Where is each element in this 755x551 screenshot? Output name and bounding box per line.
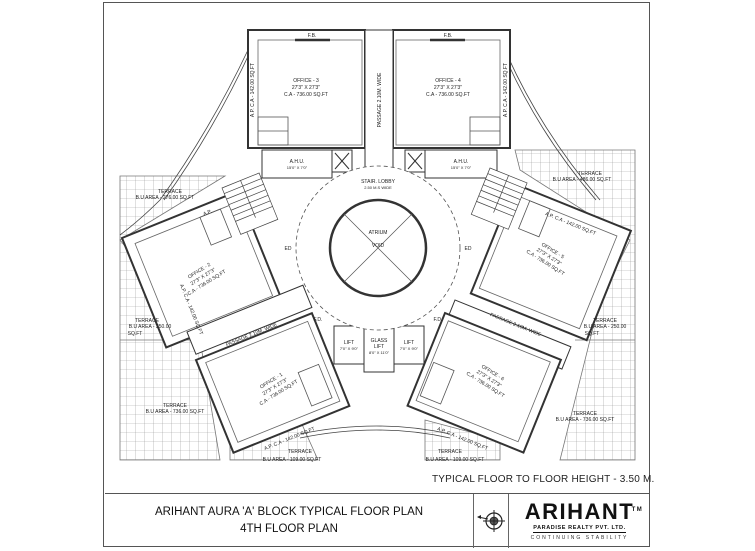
terrace-label-tr: TERRACE [578,171,603,177]
terrace-area-bl: B.U AREA - 736.00 SQ.FT [146,409,205,415]
terrace-label-bl: TERRACE [163,403,188,409]
terrace-area-ml2: SQ.FT [128,331,143,337]
glass-lift-size: 8'0" X 11'0" [369,350,390,355]
ahu-label-left: A.H.U. [290,159,305,165]
terrace-area-mr2: SQ.FT [585,331,600,337]
lift-right-size: 7'0" X 9'0" [400,346,419,351]
terrace-area-tr: B.U AREA - 486.00 SQ.FT [553,177,612,183]
glass-lift-label2: LIFT [374,344,384,350]
terrace-label-mr: TERRACE [593,318,618,324]
glass-lift-label: GLASS [371,338,388,344]
compass-cell [474,494,509,548]
lift-left-size: 7'0" X 9'0" [340,346,359,351]
logo-company: PARADISE REALTY PVT. LTD. [533,525,626,533]
ap-label-2: A.P. [202,209,212,218]
plan-title: ARIHANT AURA 'A' BLOCK TYPICAL FLOOR PLA… [154,506,424,518]
terrace-label-tl: TERRACE [158,189,183,195]
office-3-name: OFFICE - 3 [293,78,319,84]
ap-ca-label-3: A.P. C.A - 142.00 SQ.FT [250,63,256,117]
stair-lobby-label: STAIR. LOBBY [361,179,395,185]
ap-ca-label-4: A.P. C.A - 142.00 SQ.FT [503,63,509,117]
terrace-area-mr: B.U AREA - 250.00 [584,324,627,330]
lift-core [333,325,425,373]
office-4-size: 27'3" X 27'3" [434,85,462,91]
fd-label-right: F.D. [434,317,443,323]
stair-lobby-size: 2.50 M.S WIDE [364,185,392,190]
terrace-area-tl: B.U AREA - 276.00 SQ.FT [136,195,195,201]
ed-label-right: ED [465,246,472,252]
terrace-area-bcl: B.U AREA - 109.00 SQ.FT [263,457,322,463]
office-6 [406,311,563,454]
lift-left-label: LIFT [344,340,354,346]
office-3-area: C.A - 736.00 SQ.FT [284,92,328,98]
lift-right-label: LIFT [404,340,414,346]
office-1 [194,311,351,455]
void-label: VOID [372,243,385,249]
north-arrow-compass-icon [477,510,505,532]
ahu-lvd-blocks [261,149,498,179]
drawing-frame [103,2,650,547]
title-block-text: ARIHANT AURA 'A' BLOCK TYPICAL FLOOR PLA… [105,494,474,548]
floor-height-note: TYPICAL FLOOR TO FLOOR HEIGHT - 3.50 M. [432,474,655,485]
terrace-area-br: B.U AREA - 736.00 SQ.FT [556,417,615,423]
office-4-name: OFFICE - 4 [435,78,461,84]
logo-tagline: CONTINUING STABILITY [530,535,629,541]
facade-curves [119,49,601,439]
atrium-void [328,198,428,298]
office-3 [247,29,366,149]
fd-label-left: F.D. [314,317,323,323]
office-3-size: 27'3" X 27'3" [292,85,320,91]
office-4 [392,29,511,149]
title-block: ARIHANT AURA 'A' BLOCK TYPICAL FLOOR PLA… [105,493,650,548]
terrace-label-bcr: TERRACE [438,449,463,455]
terrace-label-br: TERRACE [573,411,598,417]
passage-north [364,29,394,181]
plan-subtitle: 4TH FLOOR PLAN [240,523,338,535]
atrium-label: ATRIUM [369,230,388,236]
passage-west [186,284,313,355]
terrace-area-ml: B.U AREA - 250.00 [129,324,172,330]
passage-north-label: PASSAGE 2.10M. WIDE [377,72,383,127]
fb-label: F.B. [308,33,317,39]
staircase-right [470,167,528,230]
ahu-size-right: 15'0" X 7'0" [451,165,472,170]
terrace-label-ml: TERRACE [135,318,160,324]
ahu-size-left: 15'0" X 7'0" [287,165,308,170]
office-4-area: C.A - 736.00 SQ.FT [426,92,470,98]
ahu-label-right: A.H.U. [454,159,469,165]
terrace-area-bcr: B.U AREA - 109.00 SQ.FT [426,457,485,463]
ed-label-left: ED [285,246,292,252]
terrace-label-bcl: TERRACE [288,449,313,455]
fb-label: F.B. [444,33,453,39]
staircase-left [221,172,279,235]
